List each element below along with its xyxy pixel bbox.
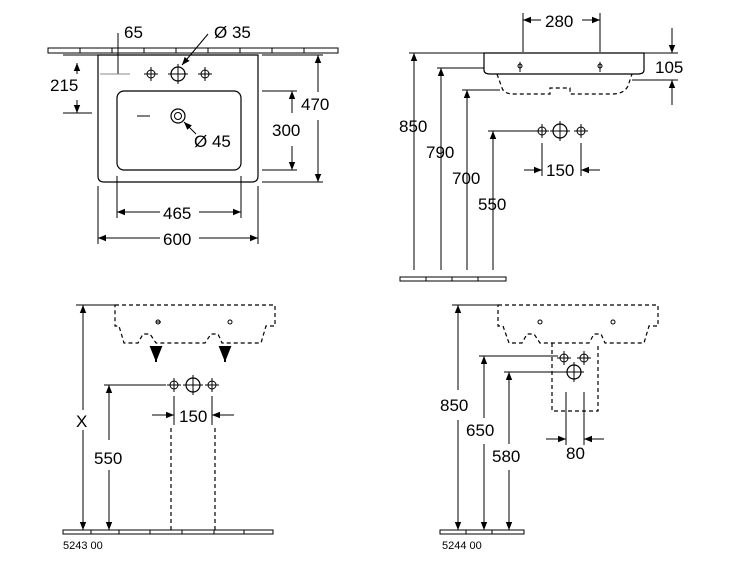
- semi-basin-front-dashed: [497, 304, 659, 344]
- pedestal-hole-left-icon: [166, 377, 182, 393]
- model-number-semi-pedestal: 5244 00: [442, 540, 482, 552]
- supply-hole-right-icon: [573, 123, 589, 139]
- model-number-pedestal: 5243 00: [63, 540, 103, 552]
- supply-hole-center-icon: [549, 120, 571, 142]
- dim-h790: 790: [426, 143, 454, 162]
- dim-pedestal-spacing: 150: [179, 407, 207, 426]
- dim-semi-h580: 580: [492, 447, 520, 466]
- dim-spacing-top: 280: [545, 12, 573, 31]
- dim-width: 600: [163, 230, 191, 249]
- dim-tap-hole: Ø 35: [214, 23, 251, 42]
- dim-h850: 850: [399, 117, 427, 136]
- basin-profile: [483, 52, 645, 75]
- side-view: 280 105 850 790 700 550 150: [399, 12, 683, 282]
- pedestal-dashed: [170, 428, 216, 530]
- top-view: 65 Ø 35 215 470 300 Ø 45 465 600: [47, 23, 339, 249]
- dim-tap-height: 215: [50, 76, 78, 95]
- basin-front-dashed: [114, 304, 276, 344]
- tap-hole-right-icon: [197, 66, 213, 82]
- dim-semi-h850: 850: [440, 396, 468, 415]
- semi-pedestal-dashed: [551, 343, 599, 412]
- dim-x: X: [76, 412, 87, 431]
- dim-bowl-depth: 300: [272, 121, 300, 140]
- supply-hole-left-icon: [534, 123, 550, 139]
- dim-bowl-width: 465: [163, 204, 191, 223]
- pedestal-hole-center-icon: [182, 374, 204, 396]
- dim-semi-h650: 650: [466, 421, 494, 440]
- dim-thickness: 105: [655, 58, 683, 77]
- floor-strip-semi: [439, 529, 525, 535]
- dim-h550: 550: [478, 195, 506, 214]
- semi-hole-right-icon: [576, 350, 592, 366]
- dim-spacing: 150: [546, 161, 574, 180]
- dim-hole-offset: 65: [124, 23, 143, 42]
- dim-h700: 700: [452, 169, 480, 188]
- dim-waste: Ø 45: [194, 132, 231, 151]
- bowl-outline: [116, 90, 242, 171]
- floor-strip: [399, 276, 507, 282]
- pedestal-hole-right-icon: [204, 377, 220, 393]
- dim-semi-width80: 80: [566, 444, 585, 463]
- tap-hole-center-icon: [167, 63, 189, 85]
- waste-outlet-icon: [137, 108, 186, 124]
- semi-hole-left-icon: [556, 350, 572, 366]
- basin-outline: [97, 54, 259, 183]
- wall-strip: [47, 47, 339, 54]
- dim-pedestal-h550: 550: [94, 449, 122, 468]
- tap-hole-left-icon: [143, 66, 159, 82]
- dim-depth: 470: [301, 95, 329, 114]
- floor-strip-pedestal: [62, 529, 274, 535]
- pedestal-view: X 550 150 5243 00: [62, 304, 276, 552]
- semi-pedestal-view: 850 650 580 80 5244 00: [439, 304, 659, 552]
